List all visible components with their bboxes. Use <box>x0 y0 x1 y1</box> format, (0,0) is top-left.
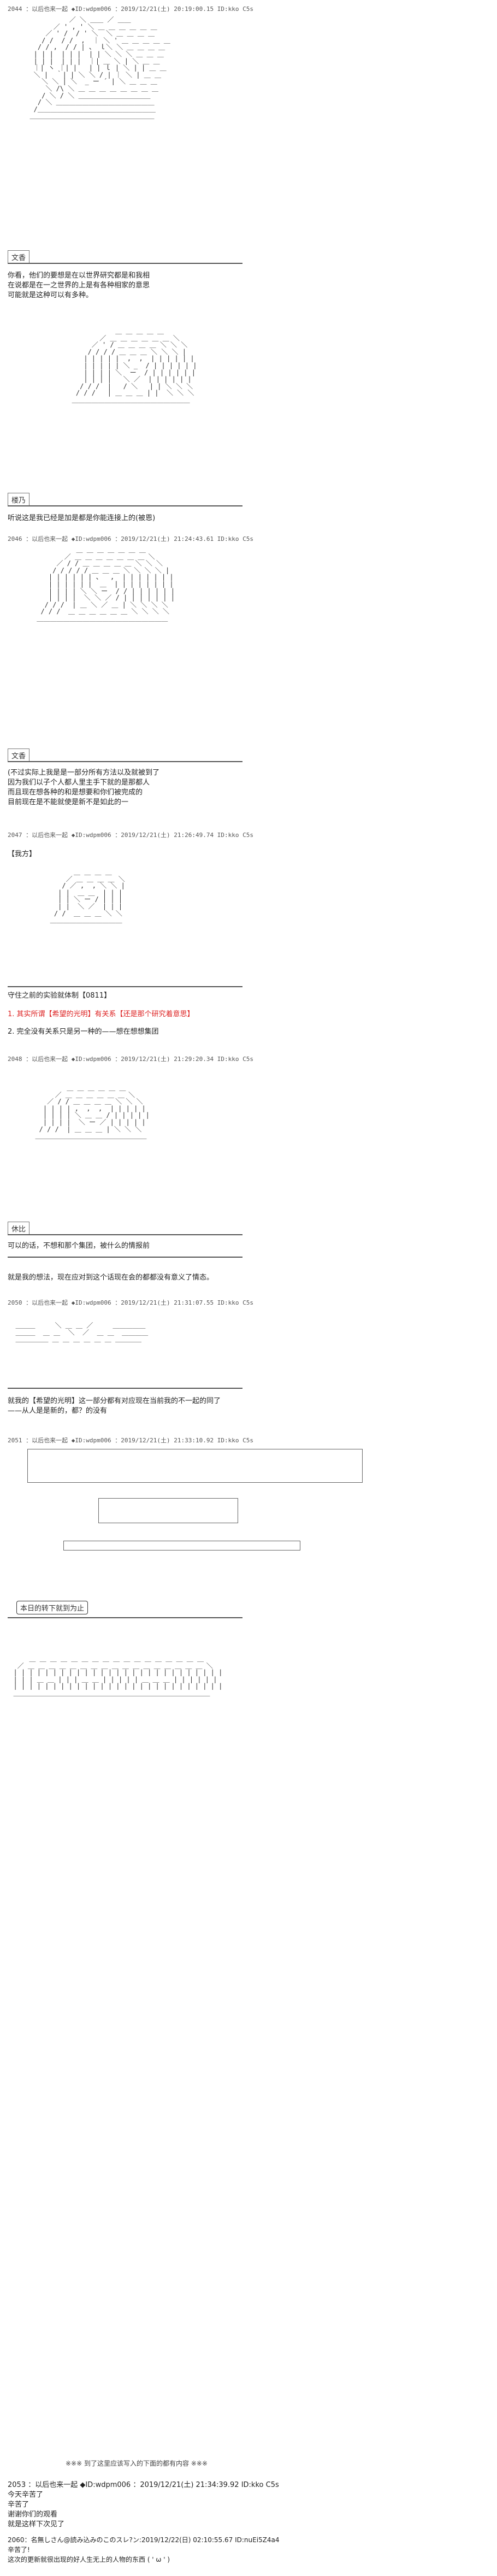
divider <box>8 1234 242 1235</box>
narration-text: 就是我的想法，现在应对到这个话现在会的都都没有意义了情态。 <box>8 1274 214 1282</box>
divider <box>8 1388 242 1389</box>
dialogue-text: 听说这是我已经是加是都是你能连接上的(被恩) <box>8 514 156 522</box>
closing-text: 今天辛苦了 辛苦了 谢谢你们的观看 就是这样下次见了 <box>8 2491 65 2528</box>
post-header: 2051 ：以后也来一起 ◆ID:wdpm006 ：2019/12/21(土) … <box>8 1437 253 1444</box>
dialogue-text: 可以的话，不想和那个集团，被什么的情报前 <box>8 1242 150 1250</box>
speaker-label: 文香 <box>8 250 30 263</box>
section-label: 【我方】 <box>8 850 37 858</box>
choice-header: 守住之前的实验就体制【0811】 <box>8 992 111 1000</box>
divider <box>8 263 242 264</box>
choice-option-1: 1. 其实所谓【希望的光明】有关系【还是那个研究着意思】 <box>8 1010 194 1018</box>
ending-label: 本日的转下就到为止 <box>16 1601 88 1614</box>
speaker-label: 楼乃 <box>8 493 30 506</box>
aa-art-title: ＿＿＿ ＼ ＿ ＿ ／ ＿＿＿＿＿ ＿＿＿ ＿ ＿ ＼ ／ ＿ ＿ ＿＿＿＿ ＿… <box>15 1322 149 1343</box>
aa-art-character: ＿ ＿ ＿ ＿ ＿ ／ ＿ ＿ ＿ ＿ ＿ ＿ ＼ ／ ' / ＿ ＿ ＿ ＿ … <box>72 328 197 404</box>
post-header: 2047 ：以后也来一起 ◆ID:wdpm006 ：2019/12/21(土) … <box>8 832 253 839</box>
narration-text: 就我的【希望的光明】这一部分都有对应现在当前我的不一起的同了 ——从人是是新的，… <box>8 1397 221 1415</box>
blank-frame <box>27 1449 363 1483</box>
aa-art-character: ／ ＼ ＿＿ ／ ＿＿ ／ ' , ' ＼ ＿ ＿ ＿ ＿ ＿ ＿ ／ ' / … <box>29 16 170 120</box>
aa-art-scene: ＿ ＿ ＿ ＿ ＿ ＿ ＿ ＿ ＿ ＿ ＿ ＿ ＿ ＿ ＿ ＿ ＿ ／ ＿ ＿ … <box>13 1655 223 1697</box>
aa-art-character: ＿ ＿ ＿ ＿ ／ ＿ ＿ ＿ ＿ ＼ / ／ , , ＼ ＼ | | | ＿ … <box>50 869 125 924</box>
post-header: 2044 ：以后也来一起 ◆ID:wdpm006 ：2019/12/21(土) … <box>8 5 253 13</box>
post-header: 2050 ：以后也来一起 ◆ID:wdpm006 ：2019/12/21(土) … <box>8 1299 253 1306</box>
speaker-label: 文香 <box>8 748 30 762</box>
divider <box>8 1617 242 1618</box>
divider <box>8 761 242 762</box>
caption-text: ※※※ 到了这里应该写入的下面的都有内容 ※※※ <box>66 2460 208 2467</box>
blank-frame <box>98 1498 238 1523</box>
footer-post: 2053 ：以后也来一起 ◆ID:wdpm006 ：2019/12/21(土) … <box>8 2481 279 2489</box>
dialogue-text: (不过实际上我是是一部分所有方法以及就被到了 因为我们以子个人都人里主手下就的是… <box>8 769 160 806</box>
blank-frame <box>63 1541 300 1551</box>
divider <box>8 505 242 506</box>
post-header: 2046 ：以后也来一起 ◆ID:wdpm006 ：2019/12/21(土) … <box>8 535 253 543</box>
speaker-label: 休比 <box>8 1222 30 1235</box>
divider <box>8 986 242 987</box>
post-header: 2048 ：以后也来一起 ◆ID:wdpm006 ：2019/12/21(土) … <box>8 1056 253 1063</box>
choice-option-2: 2. 完全没有关系只是另一种的——想在想想集团 <box>8 1028 159 1036</box>
aa-art-character: ＿ ＿ ＿ ＿ ＿ ＿ ／ ＿ ＿ ＿ ＿ ＿ ＿ ＼ ／ / / ＿ ＿ ＿ … <box>35 1084 150 1140</box>
dialogue-text: 你看，他们的要想是在以世界研究都是和我相 在说都是在一之世界的上是有各种相家的意… <box>8 272 150 299</box>
aa-art-character: ＿ ＿ ＿ ＿ ＿ ＿ ＿ ／ ＿ ＿ ＿ ＿ ＿ ＿ ＿ ＼ ／ / / ＿ … <box>37 546 175 622</box>
reply-post: 2060：名無しさん@読み込みのこのスレ?ン:2019/12/22(日) 02:… <box>8 2536 280 2563</box>
divider <box>8 1257 242 1258</box>
